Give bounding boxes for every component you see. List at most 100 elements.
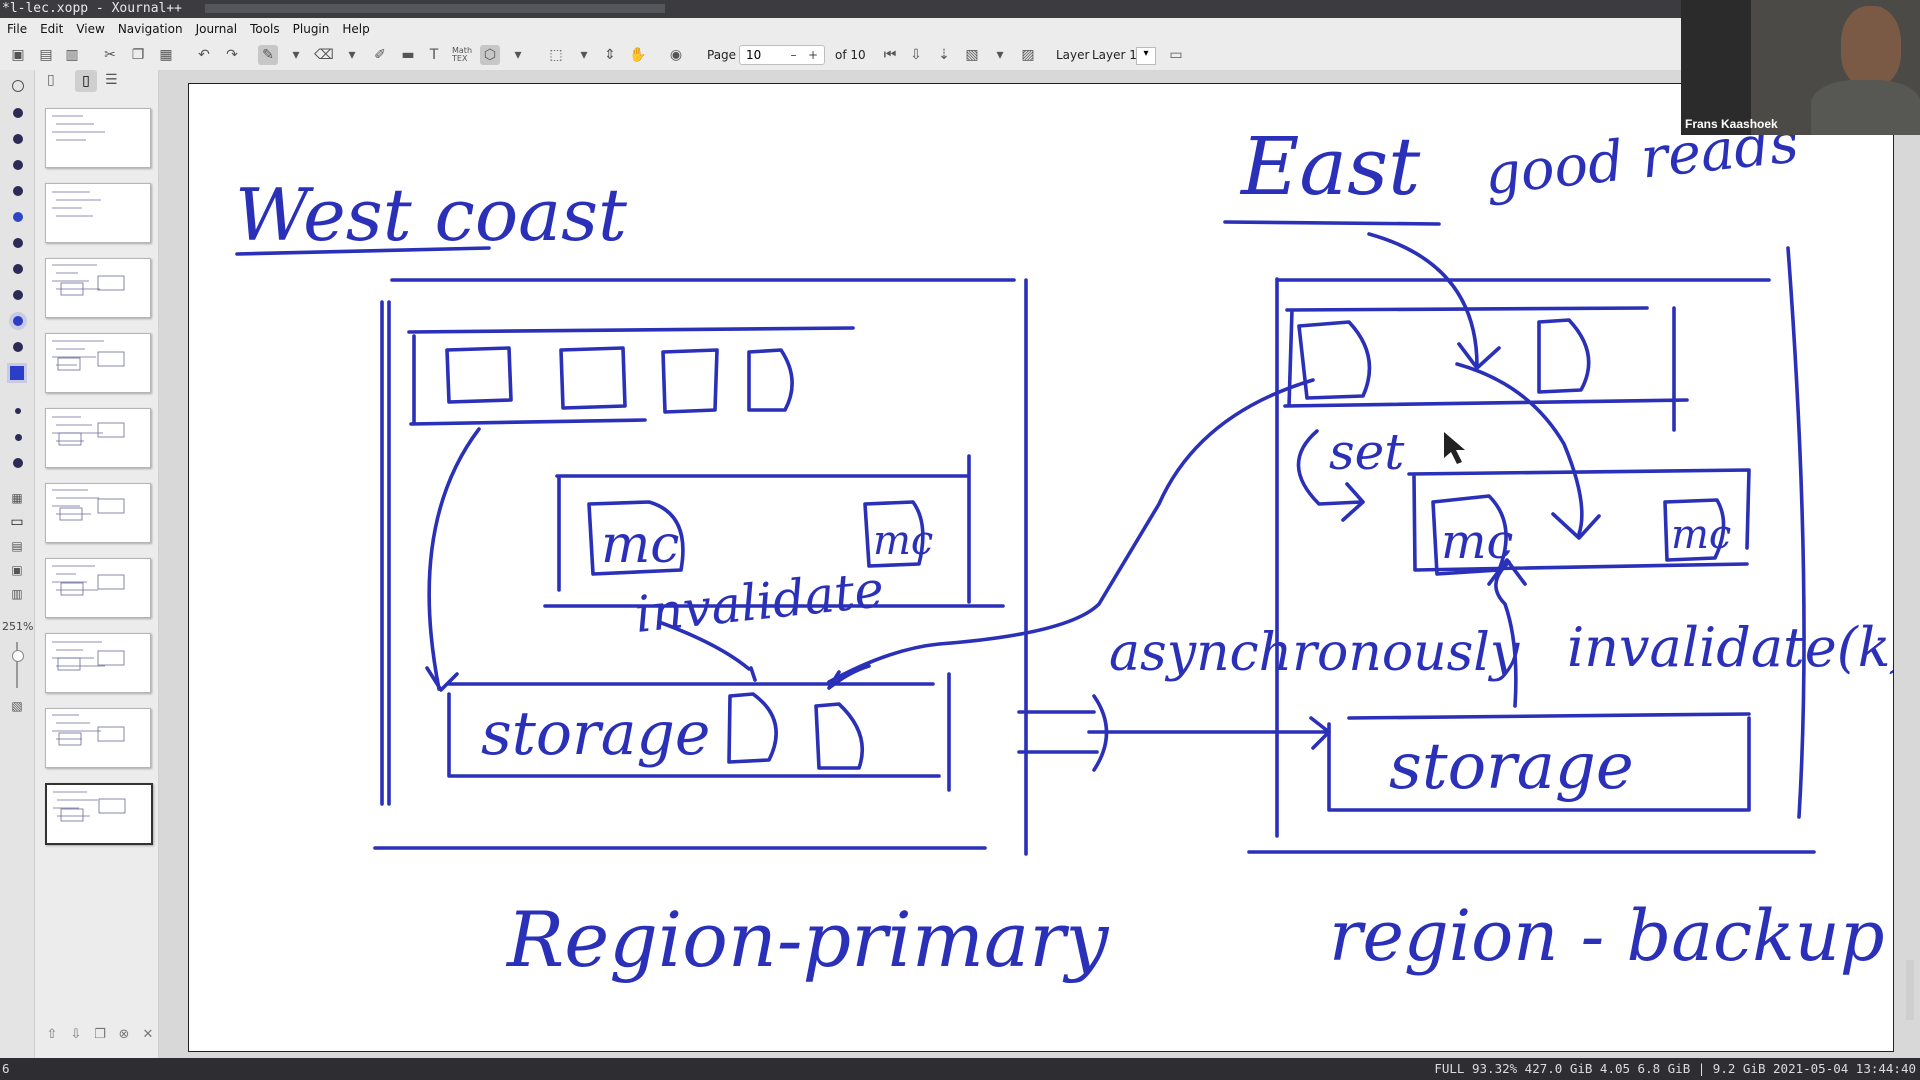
close-panel-icon[interactable]: ✕	[142, 1027, 154, 1042]
webcam-video: Frans Kaashoek	[1681, 0, 1920, 135]
text-icon[interactable]: T	[429, 47, 439, 63]
page-thumbnail[interactable]	[45, 258, 151, 318]
tool-icon[interactable]: ▤	[11, 539, 23, 553]
copy-icon[interactable]: ❐	[131, 47, 145, 63]
copy-page-icon[interactable]: ❐	[94, 1027, 106, 1042]
page-number-input[interactable]: 10	[746, 48, 762, 62]
grid-icon[interactable]: ▦	[11, 491, 23, 505]
page-thumbnail[interactable]	[45, 183, 151, 243]
vertical-scrollbar[interactable]	[1906, 960, 1914, 1020]
page-thumbnail[interactable]	[45, 108, 151, 168]
pen-icon[interactable]: ✎	[258, 45, 278, 65]
color-swatch[interactable]	[13, 134, 23, 144]
menu-navigation[interactable]: Navigation	[117, 22, 183, 36]
pointer-color-icon[interactable]	[12, 80, 24, 92]
color-swatch[interactable]	[13, 160, 23, 170]
pen-dropdown-icon[interactable]: ▾	[292, 47, 300, 63]
color-swatch[interactable]	[13, 342, 23, 352]
shape-recognizer-icon[interactable]: ⬡	[480, 45, 500, 65]
shape-dropdown-icon[interactable]: ▾	[514, 47, 522, 63]
menu-plugin[interactable]: Plugin	[292, 22, 330, 36]
menu-tools[interactable]: Tools	[250, 22, 280, 36]
tab-pages-icon[interactable]: ▯	[47, 72, 55, 88]
tab-layers-icon[interactable]: ☰	[105, 72, 118, 88]
thickness-thick-icon[interactable]	[13, 458, 23, 468]
workspace-number[interactable]: 6	[2, 1061, 10, 1076]
color-swatch[interactable]	[13, 212, 23, 222]
page-spinner[interactable]: 10 – +	[739, 45, 825, 65]
new-file-icon[interactable]: ▤	[39, 47, 53, 63]
label-invalidate-k: invalidate(k)	[1567, 616, 1893, 679]
zoom-slider[interactable]	[16, 642, 18, 688]
zoom-slider-handle[interactable]	[12, 650, 24, 662]
thumbnail-sketch	[52, 714, 125, 746]
tab-thumbnails-icon[interactable]: ▯	[75, 70, 97, 92]
thickness-medium-icon[interactable]	[15, 434, 22, 441]
move-page-up-icon[interactable]: ⇧	[46, 1027, 58, 1042]
page-stepper-icon[interactable]: – +	[790, 48, 819, 62]
delete-page-button-icon[interactable]: ⊗	[118, 1027, 130, 1042]
label-mc: mc	[1441, 514, 1513, 570]
color-swatch[interactable]	[13, 108, 23, 118]
play-icon[interactable]: ◉	[669, 47, 683, 63]
page-thumbnail[interactable]	[45, 633, 151, 693]
undo-icon[interactable]: ↶	[198, 47, 210, 63]
presenter-head	[1841, 6, 1901, 86]
previous-page-icon[interactable]: ⇩	[910, 47, 922, 63]
page-thumbnail[interactable]	[45, 483, 151, 543]
move-page-down-icon[interactable]: ⇩	[70, 1027, 82, 1042]
page-thumbnail[interactable]	[45, 333, 151, 393]
menu-journal[interactable]: Journal	[195, 22, 238, 36]
color-swatch[interactable]	[13, 238, 23, 248]
label-mc: mc	[601, 515, 679, 575]
select-rect-icon[interactable]: ⬚	[549, 47, 563, 63]
color-swatch[interactable]	[13, 290, 23, 300]
color-swatch-selected[interactable]	[13, 316, 23, 326]
hand-icon[interactable]: ✋	[629, 47, 647, 63]
thumbnail-sketch	[52, 565, 125, 596]
menu-help[interactable]: Help	[342, 22, 370, 36]
redo-icon[interactable]: ↷	[226, 47, 238, 63]
thickness-fine-icon[interactable]	[15, 408, 21, 414]
custom-color-icon[interactable]	[10, 366, 24, 380]
label-asynchronously: asynchronously	[1109, 623, 1520, 683]
eraser-dropdown-icon[interactable]: ▾	[348, 47, 356, 63]
select-dropdown-icon[interactable]: ▾	[580, 47, 588, 63]
label-mc: mc	[1671, 512, 1731, 558]
vertical-space-icon[interactable]: ⇕	[604, 47, 616, 63]
zoom-fit-icon[interactable]: ▧	[11, 699, 23, 713]
label-set: set	[1329, 423, 1405, 481]
tool-icon[interactable]: ▥	[11, 587, 23, 601]
menu-file[interactable]: File	[7, 22, 28, 36]
math-tex-icon[interactable]: Math TEX	[452, 46, 473, 63]
next-page-icon[interactable]: ⇣	[938, 47, 950, 63]
delete-page-icon[interactable]: ▨	[1021, 47, 1035, 63]
open-file-icon[interactable]: ▥	[65, 47, 79, 63]
layer-select[interactable]: Layer 1 ▾	[1092, 45, 1158, 65]
page-thumbnail[interactable]	[45, 558, 151, 618]
eraser-icon[interactable]: ⌫	[314, 47, 334, 63]
fullscreen-icon[interactable]: ▭	[1169, 47, 1183, 63]
insert-dropdown-icon[interactable]: ▾	[996, 47, 1004, 63]
menu-view[interactable]: View	[76, 22, 105, 36]
label-region-backup: region - backup	[1329, 895, 1885, 977]
tool-icon[interactable]: ▣	[11, 563, 23, 577]
page-thumbnail[interactable]	[45, 408, 151, 468]
cut-icon[interactable]: ✂	[104, 47, 116, 63]
menu-bar: File Edit View Navigation Journal Tools Plugin…	[0, 18, 1920, 40]
first-page-icon[interactable]: ⏮	[883, 47, 897, 63]
image-icon[interactable]: ▬	[401, 47, 415, 63]
page-thumbnail[interactable]	[45, 783, 153, 845]
thumbnail-sketch	[52, 340, 125, 371]
monitor-icon[interactable]: ▭	[10, 514, 24, 530]
color-swatch[interactable]	[13, 264, 23, 274]
highlighter-icon[interactable]: ✐	[374, 47, 386, 63]
layer-dropdown-icon[interactable]: ▾	[1136, 47, 1156, 65]
page-thumbnail[interactable]	[45, 708, 151, 768]
paste-icon[interactable]: ▦	[159, 47, 173, 63]
save-icon[interactable]: ▣	[11, 47, 25, 63]
color-swatch[interactable]	[13, 186, 23, 196]
insert-page-icon[interactable]: ▧	[965, 47, 979, 63]
menu-edit[interactable]: Edit	[40, 22, 64, 36]
whiteboard-page[interactable]: West coast East good reads invalidate as…	[188, 83, 1912, 1052]
